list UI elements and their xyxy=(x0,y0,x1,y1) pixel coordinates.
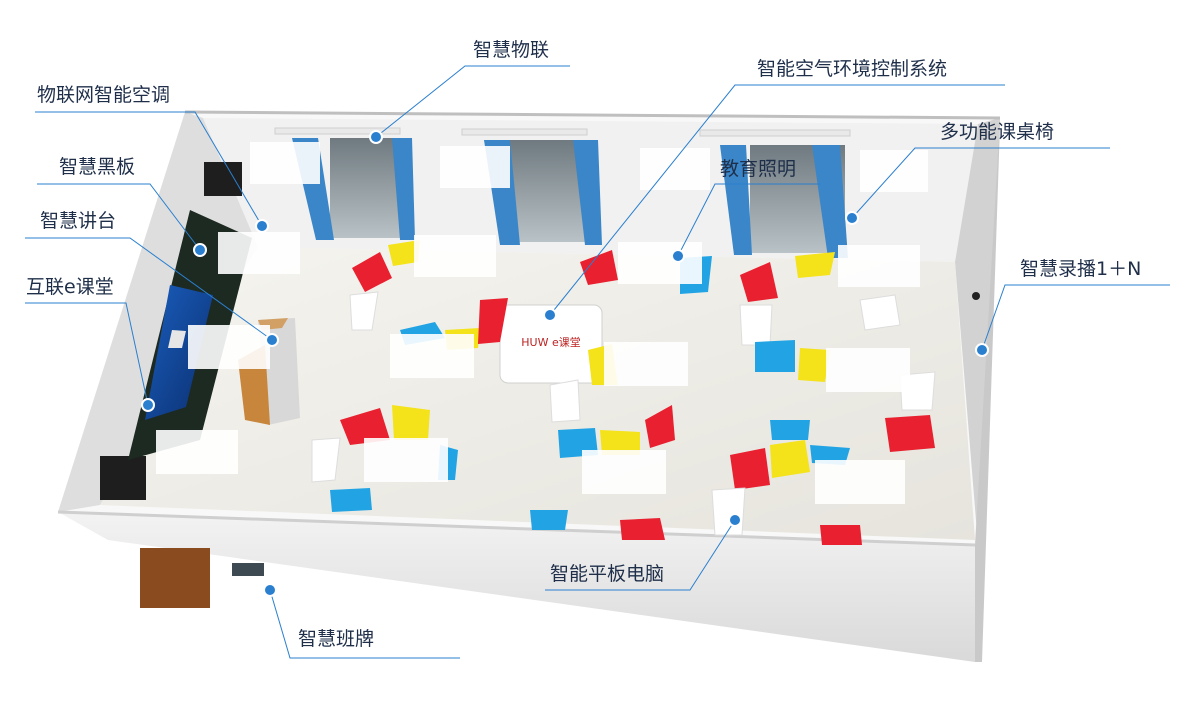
label-iot: 智慧物联 xyxy=(473,39,550,61)
label-e-class: 互联e课堂 xyxy=(26,276,114,298)
ceiling-lights xyxy=(274,127,851,137)
label-lighting: 教育照明 xyxy=(720,158,797,180)
callout-dots xyxy=(141,130,989,597)
label-class-sign: 智慧班牌 xyxy=(298,628,375,650)
recording-camera xyxy=(972,292,980,300)
class-sign-device xyxy=(232,563,264,576)
front-wall xyxy=(58,512,975,662)
windows xyxy=(292,138,848,258)
label-blackboard: 智慧黑板 xyxy=(59,156,136,178)
label-air-control: 智能空气环境控制系统 xyxy=(757,58,948,80)
label-podium: 智慧讲台 xyxy=(40,210,117,232)
center-logo-board: HUW e课堂 xyxy=(499,304,603,384)
label-desks: 多功能课桌椅 xyxy=(940,121,1055,143)
label-aircon: 物联网智能空调 xyxy=(37,84,171,106)
highlight-panels xyxy=(156,142,928,504)
speakers xyxy=(100,162,242,500)
callout-lines xyxy=(25,65,1170,659)
left-wall xyxy=(58,112,258,512)
classroom-door xyxy=(140,548,210,608)
label-recording: 智慧录播1＋N xyxy=(1020,258,1142,280)
label-tablet: 智能平板电脑 xyxy=(550,563,665,585)
right-wall xyxy=(955,118,1000,545)
center-logo-text: HUW e课堂 xyxy=(521,336,580,349)
desk-group-4 xyxy=(549,344,675,458)
